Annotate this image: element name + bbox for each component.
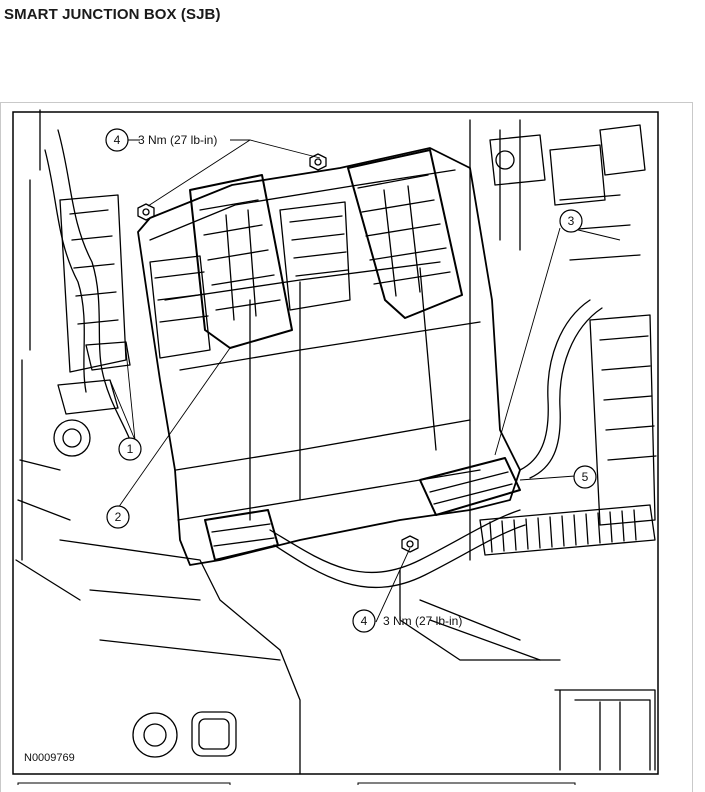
torque-label: 3 Nm (27 lb-in) <box>383 614 462 628</box>
callout-2: 2 <box>106 505 130 529</box>
callout-number: 1 <box>127 442 134 456</box>
callout-1: 1 <box>118 437 142 461</box>
torque-label: 3 Nm (27 lb-in) <box>138 133 217 147</box>
callout-5: 5 <box>573 465 597 489</box>
callout-number: 3 <box>568 214 575 228</box>
figure-id: N0009769 <box>24 752 75 764</box>
figure-frame <box>0 102 693 792</box>
callout-3: 3 <box>559 209 583 233</box>
bolt-top-left <box>137 203 155 221</box>
table-stub-left <box>17 782 231 785</box>
page-title: SMART JUNCTION BOX (SJB) <box>4 6 221 23</box>
bolt-top-middle <box>309 153 327 171</box>
callout-number: 2 <box>115 510 122 524</box>
callout-number: 4 <box>114 133 121 147</box>
callout-4-bottom: 4 3 Nm (27 lb-in) <box>352 609 462 633</box>
callout-number: 4 <box>361 614 368 628</box>
callout-number: 5 <box>582 470 589 484</box>
callout-4-top: 4 3 Nm (27 lb-in) <box>105 128 217 152</box>
table-stub-right <box>357 782 576 785</box>
drawing-border <box>12 111 659 775</box>
bolt-bottom <box>401 535 419 553</box>
